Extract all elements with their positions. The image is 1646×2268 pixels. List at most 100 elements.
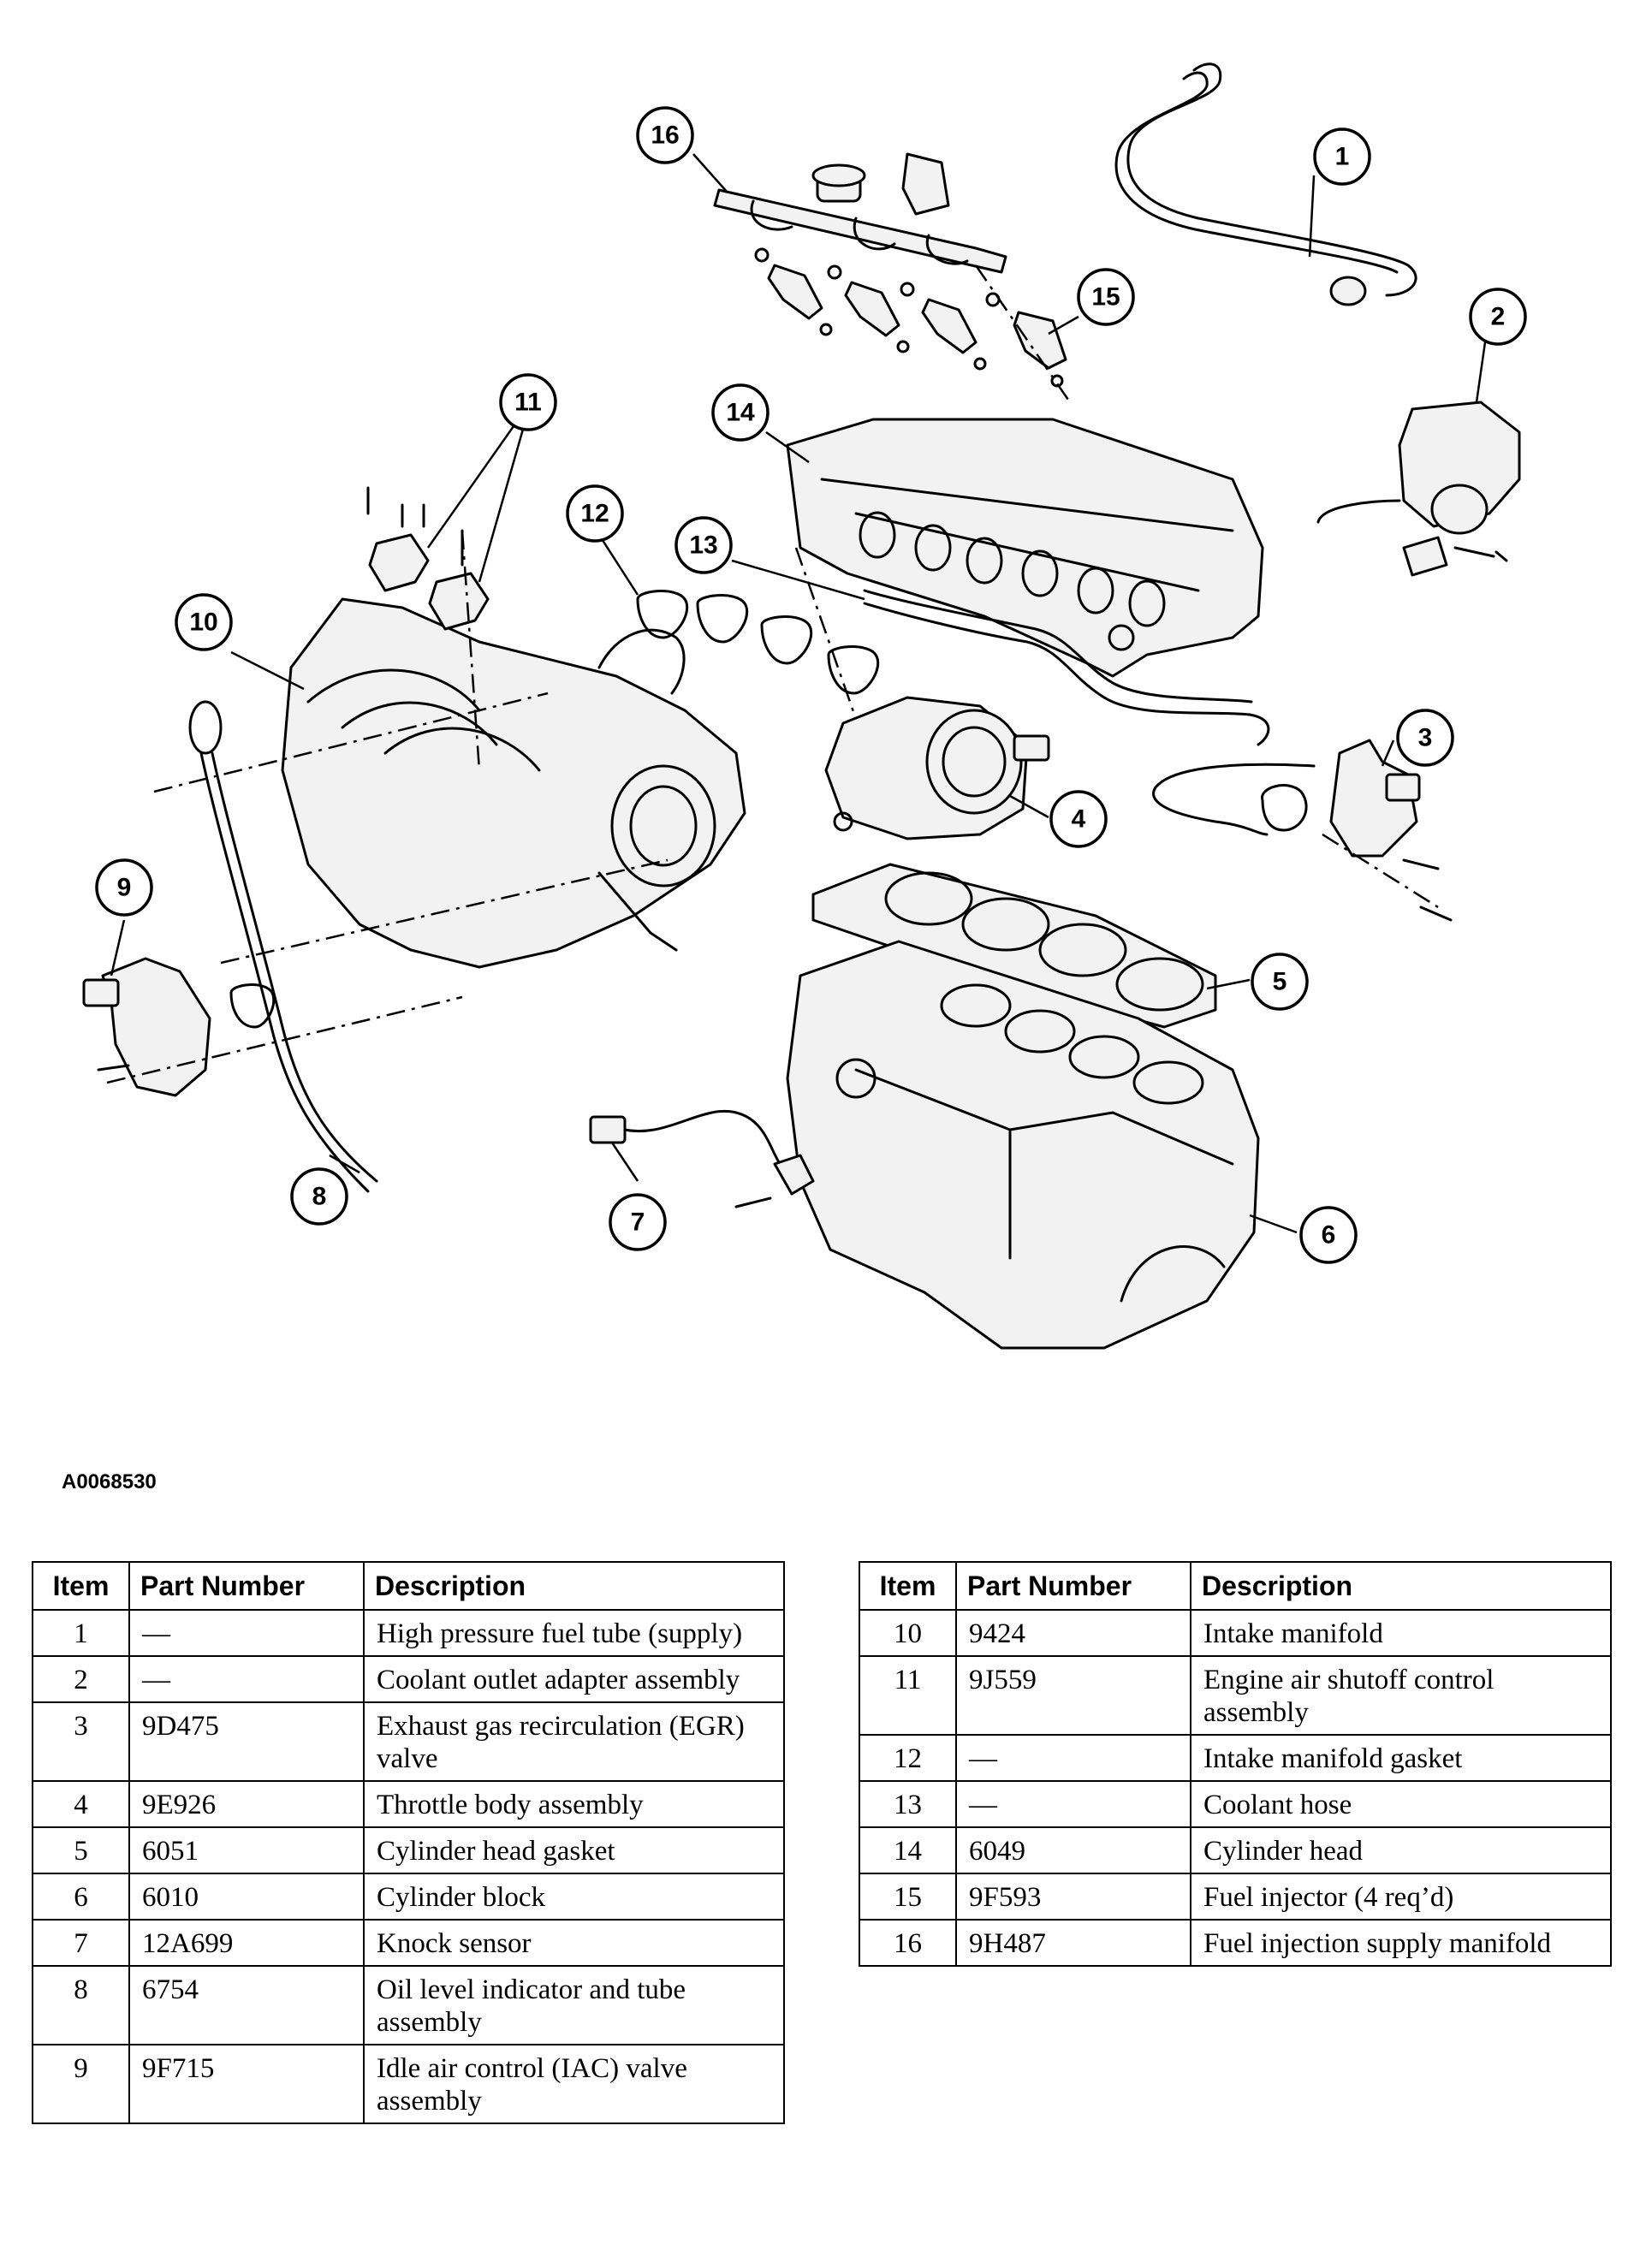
cell-part-number: 9H487: [955, 1919, 1191, 1967]
callout-label: 16: [651, 122, 679, 150]
callout-15: 15: [1077, 268, 1135, 326]
callout-16: 16: [636, 106, 694, 164]
cell-part-number: 9E926: [128, 1780, 365, 1828]
callout-label: 14: [726, 399, 755, 427]
cell-item: 16: [859, 1919, 957, 1967]
cell-part-number: 6051: [128, 1826, 365, 1874]
callout-9: 9: [95, 858, 153, 917]
cell-item: 10: [859, 1609, 957, 1657]
callout-3: 3: [1396, 709, 1454, 767]
part-cylinder-head: [786, 418, 1264, 678]
figure-id: A0068530: [62, 1470, 157, 1493]
callout-label: 2: [1491, 303, 1506, 331]
callout-label: 3: [1418, 724, 1433, 752]
callout-label: 9: [117, 874, 132, 902]
callout-10: 10: [175, 593, 233, 651]
cell-item: 9: [32, 2044, 130, 2124]
part-knock-sensor: [589, 1110, 815, 1208]
cell-description: Engine air shutoff control assembly: [1190, 1655, 1612, 1736]
table-row: 13 — Coolant hose: [859, 1780, 1612, 1828]
cell-part-number: —: [955, 1734, 1191, 1782]
alignment-lines: [106, 264, 1439, 1084]
cell-part-number: 6010: [128, 1873, 365, 1921]
cell-part-number: 6754: [128, 1965, 365, 2045]
table-row: 15 9F593 Fuel injector (4 req’d): [859, 1873, 1612, 1921]
callout-11: 11: [499, 373, 557, 431]
table-row: 9 9F715 Idle air control (IAC) valve ass…: [32, 2044, 785, 2124]
cell-description: Intake manifold: [1190, 1609, 1612, 1657]
callout-label: 6: [1322, 1221, 1336, 1250]
table-row: 10 9424 Intake manifold: [859, 1609, 1612, 1657]
cell-part-number: 9J559: [955, 1655, 1191, 1736]
cell-description: Oil level indicator and tube assembly: [363, 1965, 785, 2045]
part-intake-manifold-gaskets: [636, 590, 880, 695]
header-item: Item: [859, 1561, 957, 1611]
table-row: 11 9J559 Engine air shutoff control asse…: [859, 1655, 1612, 1736]
cell-item: 1: [32, 1609, 130, 1657]
cell-description: Knock sensor: [363, 1919, 785, 1967]
parts-table-left: Item Part Number Description 1 — High pr…: [32, 1561, 785, 2124]
callout-label: 15: [1091, 283, 1120, 312]
table-row: 2 — Coolant outlet adapter assembly: [32, 1655, 785, 1703]
part-fuel-supply-manifold: [713, 152, 1007, 274]
cell-part-number: 9424: [955, 1609, 1191, 1657]
callout-13: 13: [674, 516, 733, 574]
cell-item: 6: [32, 1873, 130, 1921]
cell-description: Cylinder head: [1190, 1826, 1612, 1874]
callout-5: 5: [1251, 953, 1309, 1011]
cell-description: Coolant hose: [1190, 1780, 1612, 1828]
callout-2: 2: [1469, 288, 1527, 346]
callout-1: 1: [1313, 128, 1371, 186]
callout-label: 12: [580, 500, 609, 528]
cell-description: Cylinder block: [363, 1873, 785, 1921]
part-egr-valve: [1152, 739, 1453, 922]
cell-item: 7: [32, 1919, 130, 1967]
cell-item: 13: [859, 1780, 957, 1828]
part-cylinder-head-gasket: [811, 863, 1217, 1029]
cell-description: Coolant outlet adapter assembly: [363, 1655, 785, 1703]
cell-part-number: 9F593: [955, 1873, 1191, 1921]
header-description: Description: [1190, 1561, 1612, 1611]
cell-part-number: 12A699: [128, 1919, 365, 1967]
cell-description: Idle air control (IAC) valve assembly: [363, 2044, 785, 2124]
cell-description: High pressure fuel tube (supply): [363, 1609, 785, 1657]
table-row: 14 6049 Cylinder head: [859, 1826, 1612, 1874]
table-row: 3 9D475 Exhaust gas recirculation (EGR) …: [32, 1701, 785, 1782]
callout-label: 10: [189, 609, 217, 637]
parts-table-right: Item Part Number Description 10 9424 Int…: [859, 1561, 1612, 1967]
table-row: 8 6754 Oil level indicator and tube asse…: [32, 1965, 785, 2045]
part-fuel-tube: [1114, 62, 1417, 306]
callout-4: 4: [1049, 790, 1108, 848]
cell-description: Fuel injection supply manifold: [1190, 1919, 1612, 1967]
cell-description: Intake manifold gasket: [1190, 1734, 1612, 1782]
table-row: 16 9H487 Fuel injection supply manifold: [859, 1919, 1612, 1967]
cell-item: 4: [32, 1780, 130, 1828]
callout-label: 13: [689, 531, 717, 560]
table-header-row: Item Part Number Description: [32, 1561, 785, 1611]
cell-part-number: 9F715: [128, 2044, 365, 2124]
part-air-shutoff-control: [366, 486, 490, 631]
header-item: Item: [32, 1561, 130, 1611]
cell-item: 12: [859, 1734, 957, 1782]
cell-item: 15: [859, 1873, 957, 1921]
cell-part-number: —: [128, 1655, 365, 1703]
cell-item: 8: [32, 1965, 130, 2045]
part-coolant-outlet-adapter: [1316, 401, 1521, 577]
part-oil-level-indicator: [188, 700, 378, 1193]
table-row: 7 12A699 Knock sensor: [32, 1919, 785, 1967]
part-coolant-hose: [863, 589, 1270, 746]
cell-description: Cylinder head gasket: [363, 1826, 785, 1874]
part-throttle-body: [824, 696, 1050, 840]
table-row: 5 6051 Cylinder head gasket: [32, 1826, 785, 1874]
callout-14: 14: [711, 383, 770, 442]
table-row: 1 — High pressure fuel tube (supply): [32, 1609, 785, 1657]
cell-description: Exhaust gas recirculation (EGR) valve: [363, 1701, 785, 1782]
table-row: 12 — Intake manifold gasket: [859, 1734, 1612, 1782]
header-part-number: Part Number: [128, 1561, 365, 1611]
cell-part-number: —: [955, 1780, 1191, 1828]
part-cylinder-block: [786, 940, 1260, 1350]
callout-label: 11: [514, 389, 542, 417]
table-row: 6 6010 Cylinder block: [32, 1873, 785, 1921]
cell-description: Throttle body assembly: [363, 1780, 785, 1828]
engine-exploded-diagram: 1 2 3 4 5 6 7 8 9 10 11 12: [82, 62, 1527, 1350]
